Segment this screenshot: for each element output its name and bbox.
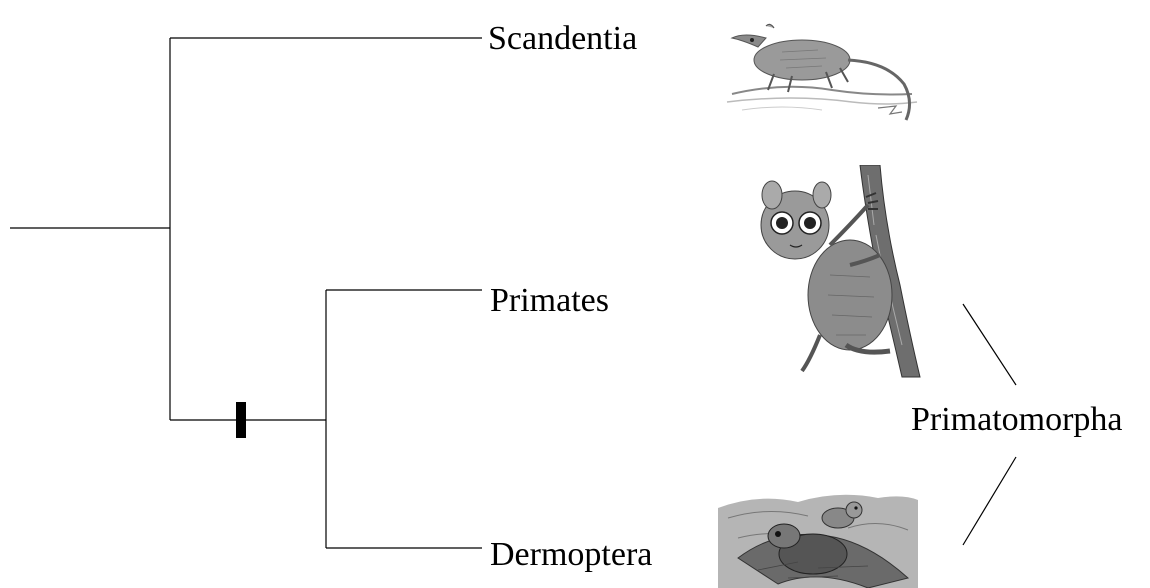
tarsier-illustration <box>750 165 930 380</box>
clade-label-primatomorpha: Primatomorpha <box>911 400 1123 440</box>
treeshrew-illustration <box>722 2 922 127</box>
taxon-label-scandentia: Scandentia <box>488 19 637 59</box>
colugo-illustration <box>718 488 918 588</box>
primatomorpha-bracket-upper <box>963 304 1016 385</box>
taxon-label-dermoptera: Dermoptera <box>490 535 652 575</box>
synapomorphy-marker <box>236 402 246 438</box>
primatomorpha-bracket-lower <box>963 457 1016 545</box>
taxon-label-primates: Primates <box>490 281 609 321</box>
